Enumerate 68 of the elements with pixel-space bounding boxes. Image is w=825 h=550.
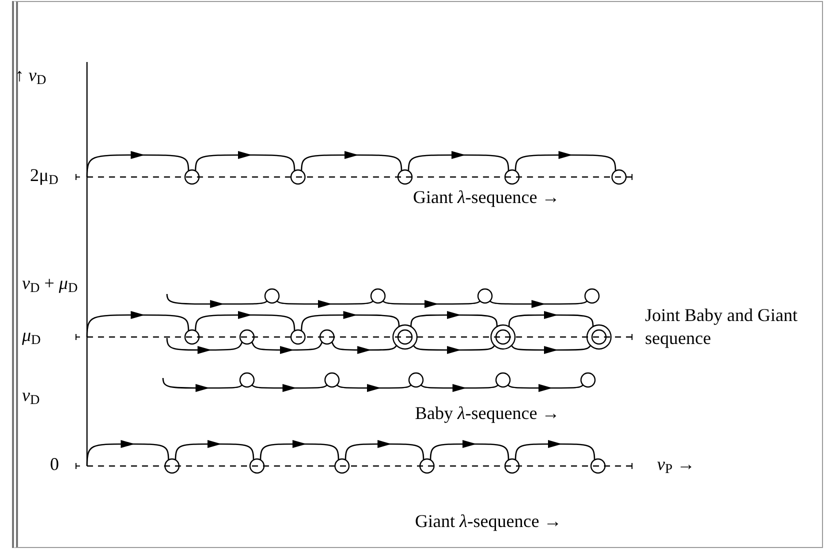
arrow xyxy=(276,300,374,308)
arrow xyxy=(300,311,400,331)
circle-marker xyxy=(290,329,306,345)
circle-marker xyxy=(477,288,493,304)
double-circle-marker xyxy=(490,324,516,350)
arrow xyxy=(86,311,190,338)
circle-marker xyxy=(611,169,627,185)
arrow xyxy=(510,345,592,354)
circle-marker xyxy=(164,458,180,474)
double-circle-marker xyxy=(392,324,418,350)
axis-label: 0 xyxy=(50,453,59,476)
axis-label: Joint Baby and Giant sequence xyxy=(645,304,798,349)
axis-label: ↑ v$_{D}$ xyxy=(15,64,46,86)
arrow xyxy=(166,338,243,354)
arrow xyxy=(412,345,496,354)
circle-marker xyxy=(239,329,255,345)
arrow xyxy=(260,440,340,460)
circle-marker xyxy=(580,372,596,388)
arrow xyxy=(508,311,594,327)
arrow xyxy=(194,311,296,331)
arrow xyxy=(430,440,510,460)
arrow xyxy=(162,378,243,392)
circle-marker xyxy=(584,288,600,304)
arrow xyxy=(86,151,190,178)
arrow xyxy=(344,440,424,460)
circle-marker xyxy=(370,288,386,304)
arrow xyxy=(410,311,498,327)
circle-marker xyxy=(408,372,424,388)
arrow xyxy=(336,384,412,392)
arrow xyxy=(300,151,402,171)
arrow xyxy=(514,440,596,460)
circle-marker xyxy=(290,169,306,185)
arrow xyxy=(420,384,499,392)
circle-marker xyxy=(334,458,350,474)
axis-label: Baby λ-sequence → xyxy=(415,402,560,424)
circle-marker xyxy=(249,458,265,474)
arrow xyxy=(174,440,254,460)
arrow xyxy=(251,384,328,392)
arrow xyxy=(166,294,268,308)
axis-label: v$_{D}$ xyxy=(22,384,40,406)
circle-marker xyxy=(495,372,511,388)
arrow xyxy=(331,342,398,354)
circle-marker xyxy=(264,288,280,304)
arrow xyxy=(382,300,481,308)
circle-marker xyxy=(184,329,200,345)
circle-marker xyxy=(324,372,340,388)
circle-marker xyxy=(504,169,520,185)
arrow xyxy=(514,151,616,171)
axis-label: 2μ$_{D}$ xyxy=(30,164,58,186)
circle-marker xyxy=(397,169,413,185)
arrow xyxy=(489,300,588,308)
axis-label: Giant λ-sequence → xyxy=(415,510,562,532)
arrow xyxy=(408,151,510,171)
axis-label: Giant λ-sequence → xyxy=(413,186,560,208)
axis-label: μ$_{D}$ xyxy=(22,324,41,346)
circle-marker xyxy=(239,372,255,388)
axis-label: v$_{P}$ → xyxy=(657,453,696,476)
arrow xyxy=(251,342,323,354)
circle-marker xyxy=(184,169,200,185)
axis-label: v$_{D}$ + μ$_{D}$ xyxy=(22,272,78,294)
circle-marker xyxy=(319,329,335,345)
double-circle-marker xyxy=(586,324,612,350)
circle-marker xyxy=(504,458,520,474)
arrow xyxy=(507,384,584,392)
circle-marker xyxy=(419,458,435,474)
arrow xyxy=(86,440,170,466)
circle-marker xyxy=(590,458,606,474)
arrow xyxy=(194,151,296,171)
